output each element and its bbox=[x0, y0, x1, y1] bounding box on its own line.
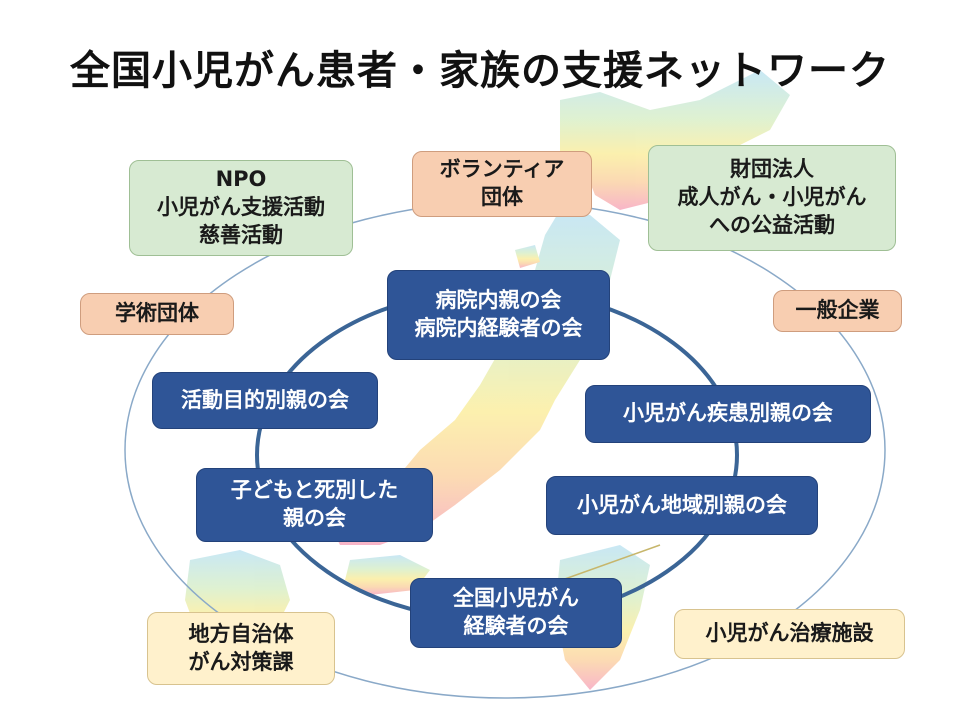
map-shikoku bbox=[345, 555, 430, 595]
group-disease-parents: 小児がん疾患別親の会 bbox=[585, 385, 871, 443]
group-hospital-parents: 病院内親の会 病院内経験者の会 bbox=[387, 270, 610, 360]
map-hokkaido bbox=[560, 70, 790, 210]
group-treatment-facility: 小児がん治療施設 bbox=[674, 609, 905, 659]
group-bereaved-parents: 子どもと死別した 親の会 bbox=[196, 468, 433, 542]
group-academic: 学術団体 bbox=[80, 293, 234, 335]
group-foundation: 財団法人 成人がん・小児がん への公益活動 bbox=[648, 145, 896, 251]
group-volunteer: ボランティア 団体 bbox=[412, 151, 592, 217]
page-title: 全国小児がん患者・家族の支援ネットワーク bbox=[70, 48, 890, 94]
map-sado-island bbox=[515, 245, 540, 268]
group-national-survivors: 全国小児がん 経験者の会 bbox=[410, 578, 622, 648]
group-npo: NPO 小児がん支援活動 慈善活動 bbox=[129, 160, 353, 256]
group-company: 一般企業 bbox=[773, 290, 902, 332]
group-local-government: 地方自治体 がん対策課 bbox=[147, 612, 335, 685]
group-regional-parents: 小児がん地域別親の会 bbox=[546, 476, 818, 535]
group-activity-purpose-parents: 活動目的別親の会 bbox=[152, 372, 378, 429]
